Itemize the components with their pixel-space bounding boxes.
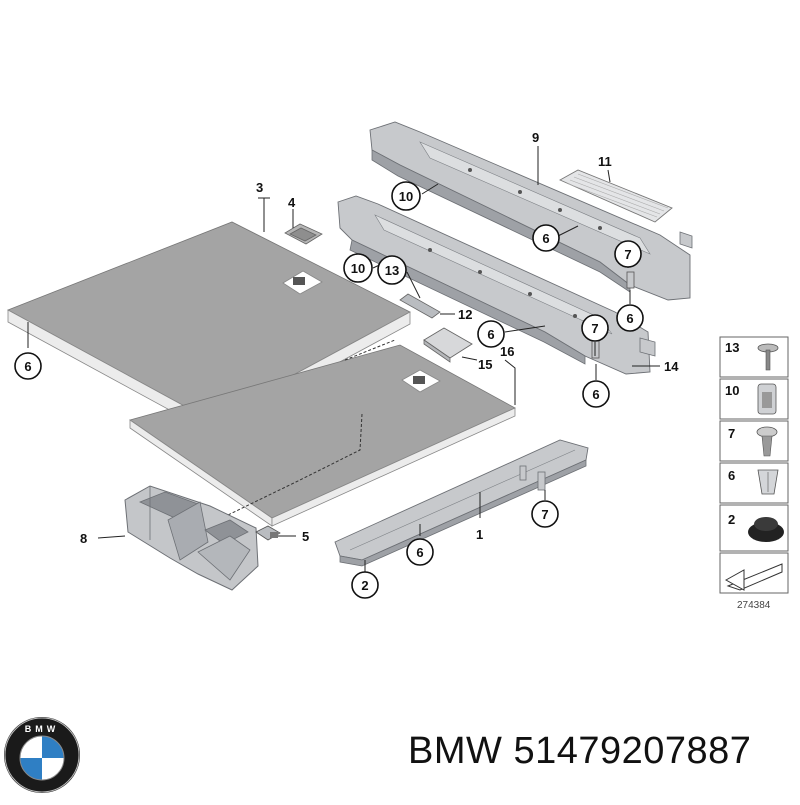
push-pin-icon bbox=[756, 426, 778, 457]
rail-lower bbox=[337, 195, 656, 375]
callout-6-lower-clip: 6 bbox=[592, 387, 599, 402]
callout-6-upper-clip: 6 bbox=[626, 311, 633, 326]
brand-name: BMW bbox=[408, 730, 503, 772]
callout-1: 1 bbox=[476, 527, 483, 542]
callout-6-left: 6 bbox=[24, 359, 31, 374]
lid-part bbox=[423, 327, 473, 363]
clip-nut-icon bbox=[757, 383, 777, 415]
callout-14: 14 bbox=[664, 359, 679, 374]
legend-13: 13 bbox=[725, 340, 739, 355]
callout-7-lower: 7 bbox=[591, 321, 598, 336]
callout-6-bottom: 6 bbox=[416, 545, 423, 560]
bracket-part bbox=[399, 293, 441, 319]
callout-5: 5 bbox=[302, 529, 309, 544]
grommet-icon bbox=[748, 517, 784, 542]
screw-icon bbox=[757, 343, 779, 371]
storage-tray bbox=[124, 485, 259, 591]
legend-6: 6 bbox=[728, 468, 735, 483]
callout-16: 16 bbox=[500, 344, 514, 359]
svg-text:BMW: BMW bbox=[25, 724, 60, 734]
legend-7: 7 bbox=[728, 426, 735, 441]
callout-10-mid: 10 bbox=[351, 261, 365, 276]
callout-6-left-circle bbox=[14, 352, 42, 380]
callout-7-bottom: 7 bbox=[541, 507, 548, 522]
callout-12: 12 bbox=[458, 307, 472, 322]
callout-4: 4 bbox=[288, 195, 296, 210]
rail-bottom bbox=[334, 439, 589, 567]
scuff-plate bbox=[558, 169, 673, 223]
callout-11: 11 bbox=[598, 154, 612, 169]
fastener-legend: 13 10 7 6 2 bbox=[719, 336, 789, 611]
diagram-id: 274384 bbox=[737, 600, 771, 611]
expansion-nut-icon bbox=[757, 469, 779, 495]
legend-10: 10 bbox=[725, 383, 739, 398]
callout-6-mid: 6 bbox=[487, 327, 494, 342]
callout-7-upper: 7 bbox=[624, 247, 631, 262]
callouts: 3 4 6 9 11 10 6 7 6 10 13 12 6 7 6 14 15… bbox=[14, 130, 679, 599]
callout-2: 2 bbox=[361, 578, 368, 593]
bmw-logo: BMW bbox=[4, 717, 80, 793]
callout-13: 13 bbox=[385, 263, 399, 278]
callout-6-rail: 6 bbox=[542, 231, 549, 246]
arrow-icon bbox=[724, 563, 783, 591]
legend-2: 2 bbox=[728, 512, 735, 527]
part-number-title: BMW 51479207887 bbox=[408, 730, 751, 773]
small-clip bbox=[255, 525, 281, 541]
callout-8: 8 bbox=[80, 531, 87, 546]
callout-9: 9 bbox=[532, 130, 539, 145]
floor-panel-lower bbox=[129, 344, 516, 527]
part-number: 51479207887 bbox=[513, 730, 752, 772]
callout-10-top: 10 bbox=[399, 189, 413, 204]
callout-3: 3 bbox=[256, 180, 263, 195]
callout-15: 15 bbox=[478, 357, 492, 372]
cover-clip bbox=[284, 223, 323, 245]
